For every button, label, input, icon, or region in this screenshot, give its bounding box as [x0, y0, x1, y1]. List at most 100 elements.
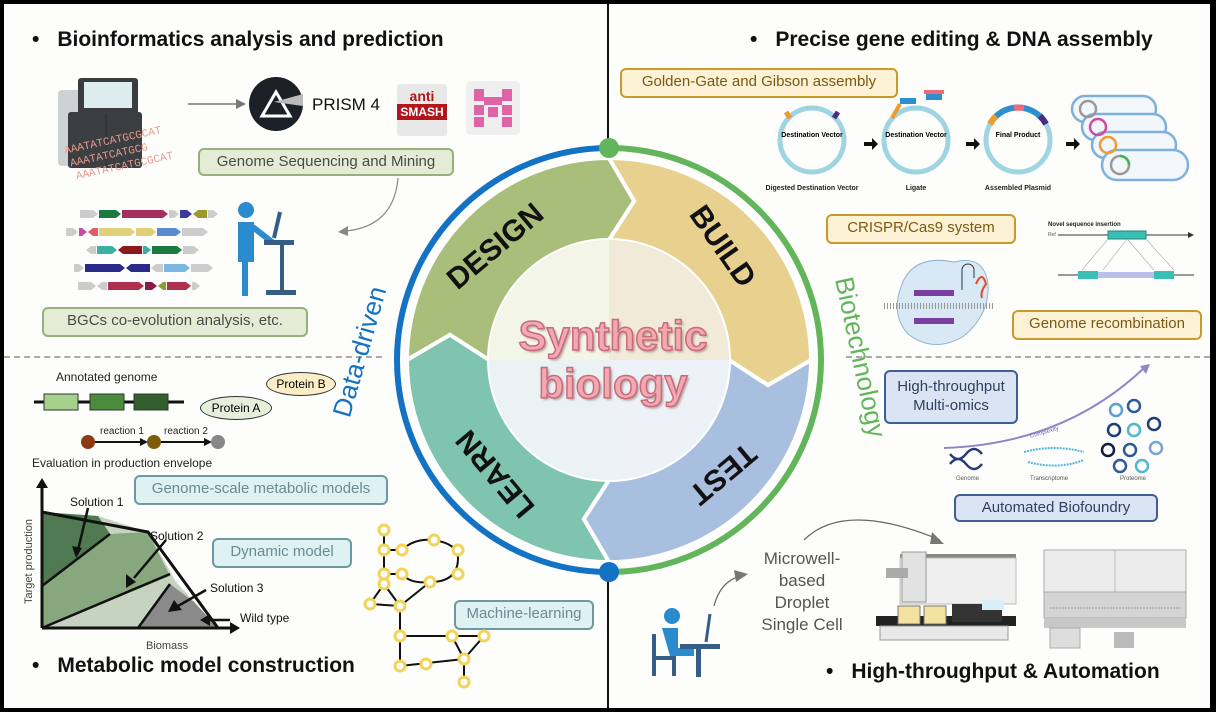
protein-b: Protein B	[266, 372, 336, 396]
svg-text:Target production: Target production	[23, 519, 35, 604]
heading-text: Bioinformatics analysis and prediction	[57, 28, 444, 51]
svg-text:Novel sequence insertion: Novel sequence insertion	[1048, 222, 1121, 228]
annotated-genome-icon	[34, 393, 184, 411]
production-envelope-plot: Solution 1 Solution 2 Solution 3 Wild ty…	[23, 478, 290, 652]
crispr-cas9-icon	[884, 259, 994, 345]
gene-arrow	[143, 246, 151, 254]
gene-arrow	[97, 246, 117, 254]
heading-text: High-throughput & Automation	[851, 660, 1160, 683]
svg-text:Proteome: Proteome	[1120, 476, 1147, 482]
gene-arrow	[97, 282, 107, 290]
svg-text:Destination Vector: Destination Vector	[885, 132, 947, 139]
horizontal-divider-left	[4, 356, 382, 358]
center-quadrant	[609, 240, 729, 360]
tag-golden-gate: Golden-Gate and Gibson assembly	[620, 68, 898, 98]
gene-arrow	[108, 282, 144, 290]
svg-text:Destination Vector: Destination Vector	[781, 132, 843, 139]
center-quadrant	[489, 240, 609, 360]
gene-arrow	[78, 282, 96, 290]
gene-arrow	[80, 210, 98, 218]
biotechnology-arc	[608, 145, 824, 575]
plasmid-assembly-diagram: Destination Vector Destination Vector Fi…	[766, 90, 1080, 192]
method-microwell: Microwell-based	[763, 549, 841, 590]
tag-machine-learning: Machine-learning	[454, 600, 594, 630]
gene-arrow	[88, 228, 98, 236]
tag-automated-biofoundry: Automated Biofoundry	[954, 494, 1158, 522]
gene-arrow	[167, 282, 191, 290]
svg-text:Solution 1: Solution 1	[70, 495, 124, 509]
heading-high-throughput: •High-throughput & Automation	[826, 660, 1160, 683]
gene-arrow	[86, 246, 96, 254]
center-quadrant	[609, 360, 729, 480]
gene-arrow	[180, 210, 192, 218]
gene-arrow	[136, 228, 156, 236]
center-quadrant	[489, 360, 609, 480]
tag-genome-scale-models: Genome-scale metabolic models	[134, 475, 388, 505]
protein-a: Protein A	[200, 396, 272, 420]
gene-arrow	[66, 228, 78, 236]
tag-genome-sequencing: Genome Sequencing and Mining	[198, 148, 454, 176]
heading-bioinformatics: •Bioinformatics analysis and prediction	[32, 28, 444, 51]
heading-gene-editing: •Precise gene editing & DNA assembly	[750, 28, 1153, 51]
svg-text:Genome: Genome	[956, 476, 980, 482]
arrow-icon	[188, 99, 246, 109]
svg-text:reaction 2: reaction 2	[164, 426, 208, 437]
gene-arrow	[164, 264, 190, 272]
svg-text:Assembled Plasmid: Assembled Plasmid	[985, 185, 1051, 192]
gene-arrow	[152, 246, 182, 254]
data-driven-label-svg: Data-driven	[326, 283, 392, 420]
gene-cluster-icon	[66, 210, 218, 290]
envelope-title: Evaluation in production envelope	[32, 456, 213, 470]
person-at-computer-icon	[238, 202, 296, 296]
sequencer-icon: AAATATCATGCGCAT AAATATCATGCG AAATATCATGC…	[58, 78, 175, 183]
transformed-cells-icon	[1070, 94, 1190, 182]
gene-arrow	[85, 264, 125, 272]
tag-crispr: CRISPR/Cas9 system	[826, 214, 1016, 244]
heading-text: Precise gene editing & DNA assembly	[775, 28, 1153, 51]
bigscape-logo-icon	[466, 81, 520, 135]
gene-arrow	[74, 264, 84, 272]
svg-text:Digested Destination Vector: Digested Destination Vector	[766, 185, 859, 192]
gene-arrow	[145, 282, 157, 290]
annotated-genome-label: Annotated genome	[56, 370, 158, 384]
multi-omics-diagram: Complexity Genome Transcriptome Proteome	[943, 364, 1164, 482]
svg-text:Ref: Ref	[1048, 232, 1056, 238]
center-title-line1: Synthetic	[518, 311, 709, 360]
method-droplet: Droplet	[774, 593, 830, 612]
gene-arrow	[157, 228, 181, 236]
horizontal-divider-right	[846, 356, 1210, 358]
figure-canvas: •Bioinformatics analysis and prediction …	[4, 4, 1210, 708]
reaction-pathway-icon: reaction 1 reaction 2	[81, 426, 225, 449]
method-single-cell: Single Cell	[761, 615, 843, 634]
svg-text:reaction 1: reaction 1	[100, 426, 144, 437]
gene-arrow	[169, 210, 179, 218]
liquid-handler-icon	[876, 551, 1017, 641]
prism-logo-icon	[249, 77, 303, 131]
gene-arrow	[192, 282, 200, 290]
antismash-anti: anti	[409, 88, 435, 104]
biofoundry-icon	[1043, 549, 1187, 649]
gene-arrow	[191, 264, 213, 272]
gene-arrow	[122, 210, 168, 218]
workflow-arrows-icon	[713, 519, 944, 607]
person-seated-icon	[652, 608, 720, 677]
svg-text:Transcriptome: Transcriptome	[1030, 476, 1069, 482]
tag-genome-recombination: Genome recombination	[1012, 310, 1202, 340]
gene-arrow	[118, 246, 142, 254]
gene-arrow	[151, 264, 163, 272]
genome-recombination-diagram: Novel sequence insertion Ref	[1048, 222, 1194, 279]
gene-arrow	[158, 282, 166, 290]
data-driven-label: Data-driven	[326, 283, 392, 420]
heading-metabolic-model: •Metabolic model construction	[32, 654, 355, 677]
screening-methods: Microwell-based Droplet Single Cell	[742, 548, 862, 636]
svg-text:Complexity: Complexity	[1029, 426, 1059, 440]
data-driven-arc	[394, 145, 610, 575]
gene-arrow	[99, 210, 121, 218]
svg-text:Solution 3: Solution 3	[210, 581, 264, 595]
biotechnology-label-svg: Biotechnology	[829, 274, 892, 440]
heading-text: Metabolic model construction	[57, 654, 355, 677]
prism-label: PRISM 4	[312, 95, 381, 114]
tag-dynamic-model: Dynamic model	[212, 538, 352, 568]
gene-arrow	[99, 228, 135, 236]
antismash-smash: SMASH	[397, 104, 447, 120]
